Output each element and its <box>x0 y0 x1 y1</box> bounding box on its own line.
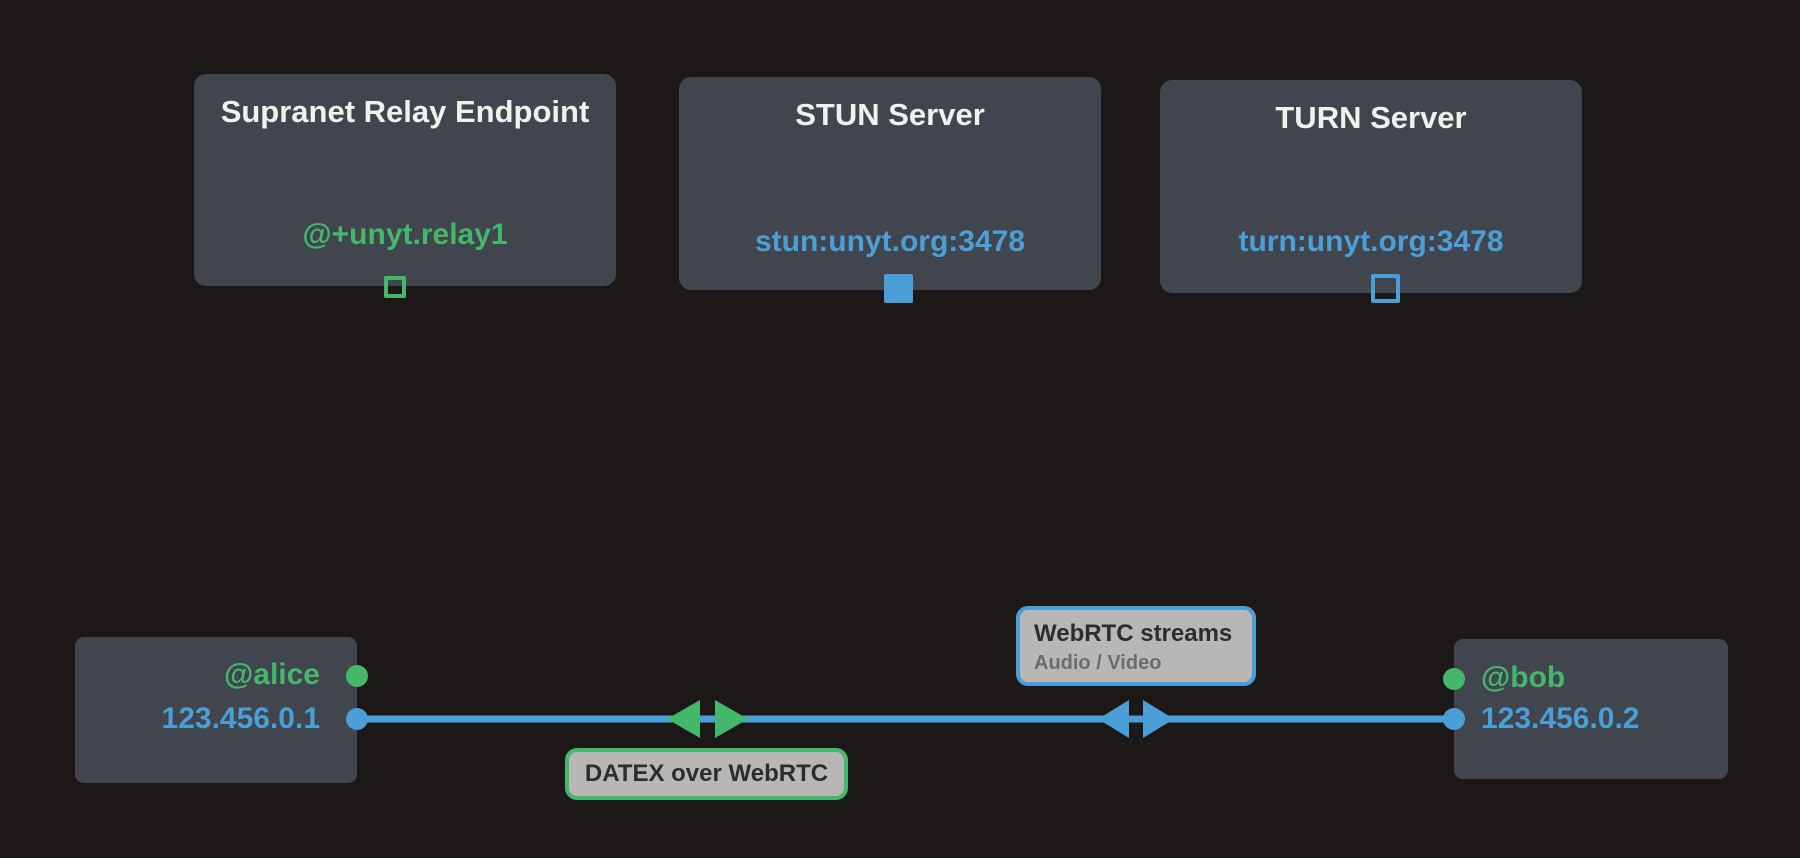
datex-bidirectional-arrow-icon <box>667 700 748 738</box>
node-title: Supranet Relay Endpoint <box>220 94 590 129</box>
turn-address: turn:unyt.org:3478 <box>1238 225 1504 258</box>
node-title: TURN Server <box>1275 100 1467 135</box>
webrtc-label-title: WebRTC streams <box>1034 620 1233 647</box>
relay-address: @+unyt.relay1 <box>302 218 508 251</box>
alice-endpoint-node[interactable] <box>75 637 357 783</box>
bob-id: @bob <box>1481 661 1566 694</box>
arrow-right-icon <box>1143 700 1174 738</box>
alice-id-port-dot[interactable] <box>346 665 368 687</box>
relay-port-outline-square-icon[interactable] <box>384 276 406 298</box>
turn-port-outline-square-icon[interactable] <box>1371 274 1400 303</box>
stream-bidirectional-arrow-icon <box>1098 700 1174 738</box>
bob-ip-port-dot[interactable] <box>1443 708 1465 730</box>
node-title: STUN Server <box>795 97 985 132</box>
turn-server-node[interactable]: TURN Server turn:unyt.org:3478 <box>1160 80 1582 293</box>
datex-connection-label[interactable]: DATEX over WebRTC <box>565 748 848 800</box>
arrow-right-icon <box>715 700 748 738</box>
bob-ip: 123.456.0.2 <box>1481 702 1640 735</box>
arrow-left-icon <box>1098 700 1129 738</box>
stun-address: stun:unyt.org:3478 <box>754 225 1026 258</box>
webrtc-label-subtitle: Audio / Video <box>1034 652 1162 674</box>
relay-endpoint-node[interactable]: Supranet Relay Endpoint @+unyt.relay1 <box>194 74 616 286</box>
alice-ip: 123.456.0.1 <box>161 702 320 735</box>
bob-id-port-dot[interactable] <box>1443 668 1465 690</box>
stun-server-node[interactable]: STUN Server stun:unyt.org:3478 <box>679 77 1101 290</box>
stun-port-filled-square-icon[interactable] <box>884 274 913 303</box>
bob-endpoint-node[interactable] <box>1454 639 1728 779</box>
datex-label-text: DATEX over WebRTC <box>584 760 829 787</box>
alice-id: @alice <box>224 658 320 691</box>
alice-ip-port-dot[interactable] <box>346 708 368 730</box>
webrtc-streams-label[interactable]: WebRTC streams Audio / Video <box>1016 606 1256 686</box>
arrow-left-icon <box>667 700 700 738</box>
